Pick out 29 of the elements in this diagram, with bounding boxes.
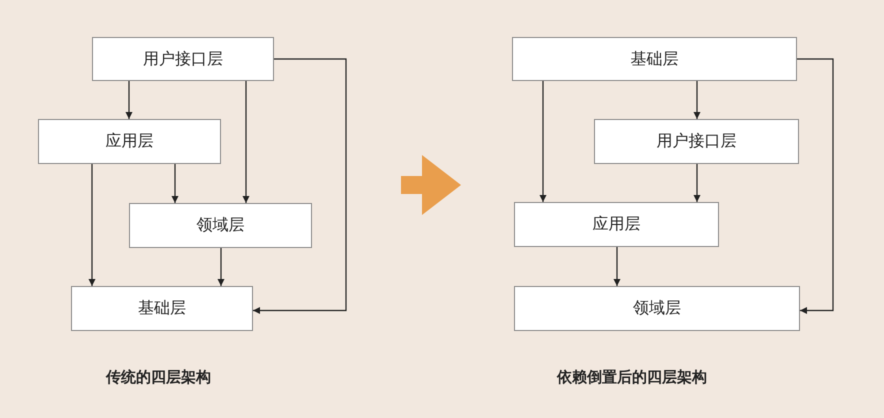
layer-name: 领域层 [633,298,681,319]
arrow [126,81,132,119]
arrow [694,164,700,202]
layer-name: 基础层 [630,48,678,70]
layer-name: 用户接口层 [656,131,736,152]
arrow [242,81,250,203]
arrow [694,81,700,119]
arrow [797,58,834,314]
layer-box [129,203,312,248]
arrow [88,164,96,286]
layer-name: 应用层 [106,131,154,152]
diagram-caption: 依赖倒置后的四层架构 [557,368,707,387]
layer-box [514,202,719,247]
layer-box [38,119,221,164]
arrow [218,248,224,286]
layer-box [514,286,800,331]
arrow [614,247,620,286]
layer-box [594,119,799,164]
diagram-caption: 传统的四层架构 [106,368,211,387]
arrow [540,81,546,202]
layer-name: 用户接口层 [143,48,223,70]
layer-name: 基础层 [138,298,186,319]
layer-box [71,286,253,331]
layer-name: 应用层 [592,214,640,235]
arrow [253,58,347,314]
arrow [172,164,178,203]
layer-box [512,37,797,81]
layer-name: 领域层 [196,215,244,236]
layer-box [92,37,274,81]
